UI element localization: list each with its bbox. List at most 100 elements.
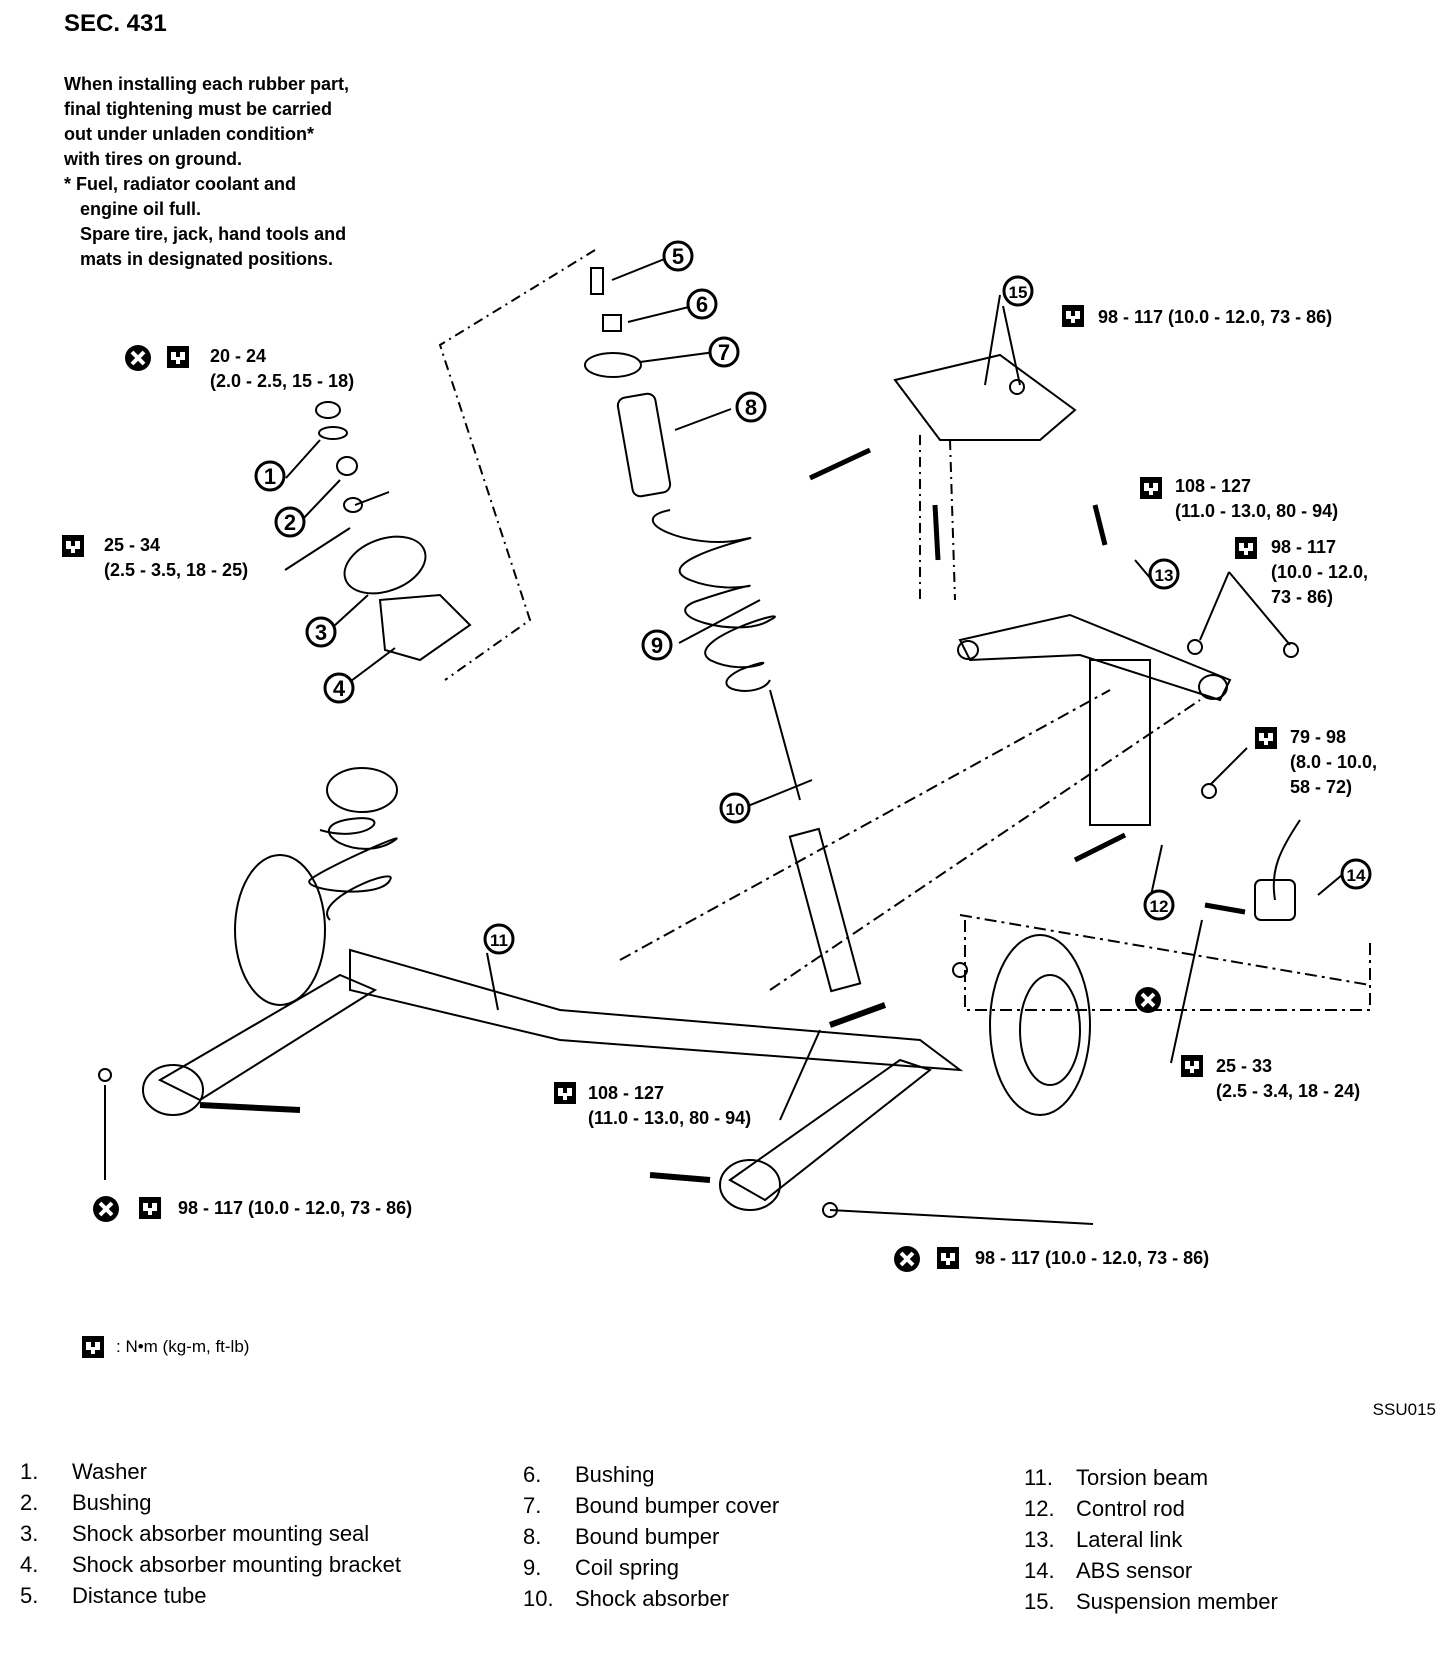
torque-spec-1: 20 - 24 (2.0 - 2.5, 15 - 18) — [210, 344, 354, 394]
callout-15-label: 15 — [1009, 283, 1028, 302]
callout-11-label: 11 — [490, 931, 508, 950]
torque-spec-10: 98 - 117 (10.0 - 12.0, 73 - 86) — [975, 1246, 1209, 1271]
bolt-shape — [1073, 832, 1127, 863]
callout-4: 4 — [323, 672, 355, 704]
note-line: engine oil full. — [80, 199, 201, 219]
torque-icon — [1140, 477, 1162, 499]
callout-8-label: 8 — [745, 395, 757, 420]
note-line: with tires on ground. — [64, 149, 242, 169]
torque-value: 79 - 98 — [1290, 727, 1347, 747]
legend-item: 8.Bound bumper — [523, 1524, 720, 1549]
torque-conversion: (10.0 - 12.0, — [1271, 562, 1369, 582]
torque-spec-8: 108 - 127 (11.0 - 13.0, 80 - 94) — [588, 1081, 751, 1131]
torque-value: 25 - 33 — [1216, 1056, 1273, 1076]
legend-item: 15.Suspension member — [1024, 1589, 1278, 1614]
torque-value: 108 - 127 — [588, 1083, 665, 1103]
nut-shape — [315, 401, 341, 419]
arm-bushing-right — [719, 1159, 781, 1211]
torque-conversion: (2.0 - 2.5, 15 - 18) — [210, 371, 355, 391]
torque-icon — [1181, 1055, 1203, 1077]
arm-bushing-left — [142, 1064, 204, 1116]
non-reusable-icon — [91, 1194, 121, 1224]
bumper-cover-shape — [584, 352, 642, 378]
parts-legend-col-3: 11.Torsion beam 12.Control rod 13.Latera… — [1024, 1462, 1278, 1617]
control-rod-shape — [1089, 659, 1151, 826]
legend-item: 12.Control rod — [1024, 1496, 1185, 1521]
callout-3-label: 3 — [315, 620, 327, 645]
dash-line — [438, 249, 596, 681]
washer-shape — [318, 426, 348, 440]
units-legend: : N•m (kg-m, ft-lb) — [80, 1334, 249, 1360]
abs-wire-shape — [1272, 819, 1301, 901]
callout-13-label: 13 — [1155, 566, 1174, 585]
legend-item: 11.Torsion beam — [1024, 1465, 1209, 1490]
callout-15: 15 — [1002, 275, 1034, 307]
callout-5: 5 — [662, 240, 694, 272]
bushing-shape — [336, 456, 358, 476]
callout-12-label: 12 — [1150, 897, 1169, 916]
torque-icon — [1062, 305, 1084, 327]
units-legend-text: : N•m (kg-m, ft-lb) — [116, 1337, 250, 1356]
callout-5-label: 5 — [672, 244, 684, 269]
shock-rod-shape — [769, 689, 801, 801]
callout-3: 3 — [305, 616, 337, 648]
shock-body-shape — [788, 827, 862, 993]
callout-2-label: 2 — [284, 510, 296, 535]
torque-value: 108 - 127 — [1175, 476, 1252, 496]
callout-4-label: 4 — [333, 676, 346, 701]
non-reusable-icon — [123, 343, 153, 373]
trailing-arm-left — [157, 973, 378, 1102]
mount-seal-shape — [343, 535, 427, 595]
note-line: final tightening must be carried — [64, 99, 333, 119]
callout-1: 1 — [254, 460, 286, 492]
legend-item: 2.Bushing — [20, 1490, 152, 1515]
non-reusable-icon — [1133, 985, 1163, 1015]
dash-line — [619, 689, 1371, 991]
torque-value: 20 - 24 — [210, 346, 267, 366]
bushing-shape — [602, 314, 622, 332]
callout-10-label: 10 — [726, 800, 745, 819]
callout-6: 6 — [686, 288, 718, 320]
lateral-link-shape — [958, 613, 1232, 702]
bolt-shape — [1092, 504, 1108, 546]
suspension-member-shape — [893, 353, 1077, 441]
legend-item: 4.Shock absorber mounting bracket — [20, 1552, 401, 1577]
bolt-shape — [808, 447, 872, 481]
section-title: SEC. 431 — [64, 10, 167, 37]
brake-backplate-right — [989, 934, 1091, 1116]
torque-value: 25 - 34 — [104, 535, 161, 555]
torque-spec-2: 25 - 34 (2.5 - 3.5, 18 - 25) — [104, 533, 248, 583]
mount-bracket-shape — [378, 593, 472, 662]
legend-item: 13.Lateral link — [1024, 1527, 1183, 1552]
callout-8: 8 — [735, 391, 767, 423]
hub-shape — [1019, 974, 1081, 1086]
torque-spec-5: 98 - 117 (10.0 - 12.0, 73 - 86) — [1271, 535, 1368, 610]
trailing-arm-right — [728, 1058, 933, 1202]
torque-conversion: 73 - 86) — [1271, 587, 1334, 607]
torque-conversion: 58 - 72) — [1290, 777, 1353, 797]
torque-value: 98 - 117 (10.0 - 12.0, 73 - 86) — [1098, 307, 1333, 327]
brake-backplate-left — [234, 854, 326, 1006]
figure-code: SSU015 — [1372, 1400, 1436, 1419]
note-line: mats in designated positions. — [80, 249, 334, 269]
nut-shape — [343, 497, 363, 513]
torque-spec-3: 98 - 117 (10.0 - 12.0, 73 - 86) — [1098, 305, 1332, 330]
callout-7: 7 — [708, 336, 740, 368]
installation-note: When installing each rubber part, final … — [64, 72, 349, 272]
torque-spec-7: 25 - 33 (2.5 - 3.4, 18 - 24) — [1216, 1054, 1360, 1104]
torque-conversion: (2.5 - 3.4, 18 - 24) — [1216, 1081, 1361, 1101]
legend-item: 3.Shock absorber mounting seal — [20, 1521, 370, 1546]
note-line: Spare tire, jack, hand tools and — [80, 224, 347, 244]
torque-icon — [82, 1336, 104, 1358]
torque-conversion: (8.0 - 10.0, — [1290, 752, 1378, 772]
callout-9-label: 9 — [651, 633, 663, 658]
torque-icon — [1235, 537, 1257, 559]
torque-icon — [167, 346, 189, 368]
torque-icon — [554, 1082, 576, 1104]
torque-value: 98 - 117 — [1271, 537, 1337, 557]
note-line: * Fuel, radiator coolant and — [64, 174, 297, 194]
legend-item: 6.Bushing — [523, 1462, 655, 1487]
callout-2: 2 — [274, 506, 306, 538]
distance-tube-shape — [590, 267, 604, 295]
note-line: out under unladen condition* — [64, 124, 314, 144]
